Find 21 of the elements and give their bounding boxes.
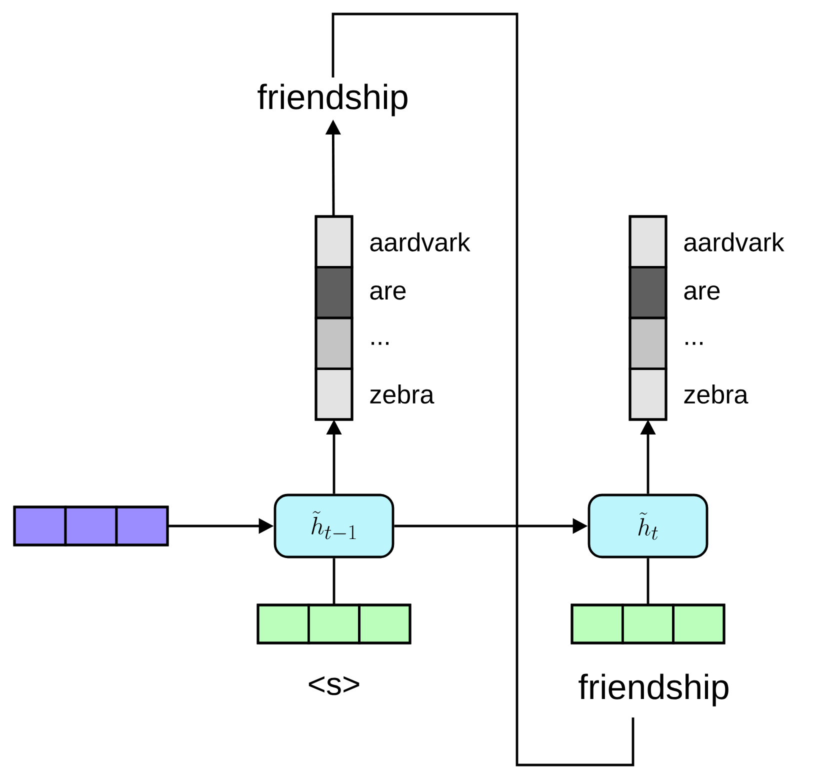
connector-line [332,12,634,766]
word-label: ... [686,342,703,345]
vocabulary-vector [628,215,668,421]
embedding-vector [13,506,169,546]
word-label: <s> [308,676,360,696]
connector-line [332,558,336,605]
state-box: $\tilde{h}_{t-1}$ [274,494,394,558]
embedding-vector [570,604,726,644]
connector-line [646,558,650,605]
word-label: are [370,285,406,300]
vocabulary-vector [314,215,354,421]
word-label: friendship [578,674,728,706]
word-label: ... [372,342,388,345]
word-label: zebra [370,384,434,404]
word-label: friendship [258,84,408,116]
embedding-vector [256,604,412,644]
word-label: zebra [684,384,748,404]
word-label: aardvark [370,232,470,252]
word-label: aardvark [684,232,784,252]
word-label: are [684,285,720,300]
state-box: $\tilde{h}_{t}$ [588,494,708,558]
